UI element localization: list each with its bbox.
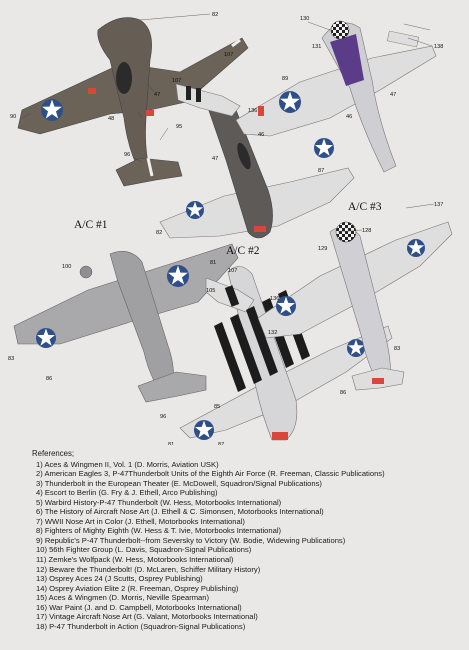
aircraft-2-canopy	[237, 142, 251, 170]
reference-item: 13) Osprey Aces 24 (J Scutts, Osprey Pub…	[36, 574, 203, 584]
callout-ac2-107a: 107	[224, 52, 233, 58]
callout-ac2b-87: 87	[218, 442, 224, 445]
callout-ac2-107b: 107	[172, 78, 181, 84]
callout-ac2-82: 82	[156, 230, 162, 236]
reference-item: 18) P-47 Thunderbolt in Action (Squadron…	[36, 621, 246, 631]
reference-item: 6) The History of Aircraft Nose Art (J. …	[36, 507, 324, 517]
aircraft-1-fuselage	[97, 17, 152, 173]
aircraft-2-top-view	[159, 83, 355, 239]
reference-item: 17) Vintage Aircraft Nose Art (G. Valant…	[36, 612, 258, 622]
aircraft-1-wing-star	[41, 99, 63, 121]
callout-ac1-96: 96	[124, 152, 130, 158]
callout-ac1b-100: 100	[62, 264, 71, 270]
callout-ac1b-86: 86	[46, 376, 52, 382]
callouts	[21, 13, 435, 233]
callout-ac2b-81: 81	[168, 442, 174, 445]
callout-ac2-46: 46	[258, 132, 264, 138]
callout-ac3-132: 132	[268, 330, 277, 336]
callout-ac3-47: 47	[390, 92, 396, 98]
callout-ac1-95: 95	[176, 124, 182, 130]
callout-ac2b-85: 85	[214, 404, 220, 410]
aircraft-1-underside-tail	[137, 371, 207, 403]
reference-item: 4) Escort to Berlin (G. Fry & J. Ethell,…	[36, 488, 218, 498]
reference-item: 16) War Paint (J. and D. Campbell, Motor…	[36, 602, 242, 612]
callout-ac3-130: 130	[300, 16, 309, 22]
callout-ac2-87: 87	[318, 168, 324, 174]
aircraft-3-top-view	[235, 20, 437, 173]
aircraft-2-tailplane	[175, 83, 241, 117]
callout-ac3-89: 89	[282, 76, 288, 82]
reference-item: 12) Beware the Thunderbolt! (D. McLaren,…	[36, 564, 261, 574]
reference-item: 2) American Eagles 3, P-47Thunderbolt Un…	[36, 469, 385, 479]
aircraft-1-label: A/C #1	[74, 219, 108, 231]
callout-ac2b-105: 105	[206, 288, 215, 294]
reference-item: 8) Fighters of Mighty Eighth (W. Hess & …	[36, 526, 282, 536]
reference-item: 5) Warbird History-P-47 Thunderbolt (W. …	[36, 497, 282, 507]
callout-ac3-131: 131	[312, 44, 321, 50]
callout-ac2-136: 136	[248, 108, 257, 114]
aircraft-2-label: A/C #2	[226, 245, 260, 257]
callout-ac1b-83: 83	[8, 356, 14, 362]
callout-ac3-128: 128	[362, 228, 371, 234]
callout-ac2-47: 47	[212, 156, 218, 162]
references-heading: References;	[32, 449, 75, 458]
aircraft-1-tailplane	[115, 157, 183, 187]
callout-ac1-82: 82	[212, 12, 218, 18]
callout-ac1b-96: 96	[160, 414, 166, 420]
reference-item: 9) Republic's P-47 Thunderbolt--from Sev…	[36, 535, 346, 545]
aircraft-3-checker-nose	[330, 20, 350, 40]
callout-ac3-138: 138	[434, 44, 443, 50]
reference-item: 3) Thunderbolt in the European Theater (…	[36, 478, 322, 488]
callout-ac2b-107: 107	[228, 268, 237, 274]
aircraft-1-top-view	[17, 17, 249, 187]
callout-ac1-48: 48	[108, 116, 114, 122]
callout-ac1b-81: 81	[210, 260, 216, 266]
reference-item: 15) Aces & Wingmen (D. Morris, Neville S…	[36, 593, 210, 603]
reference-item: 7) WWII Nose Art in Color (J. Ethell, Mo…	[36, 516, 245, 526]
callout-ac1-47: 47	[154, 92, 160, 98]
aircraft-2-bottom-view	[179, 266, 393, 441]
aircraft-2-wing-star	[314, 138, 334, 158]
callout-ac2b-86: 86	[340, 390, 346, 396]
reference-item: 1) Aces & Wingmen II, Vol. 1 (D. Morris,…	[36, 459, 219, 469]
reference-item: 10) 56th Fighter Group (L. Davis, Squadr…	[36, 545, 252, 555]
profile-artwork: A/C #1 A/C #2 A/C #3 82 47 48 90 95 96 1…	[8, 12, 453, 445]
aircraft-1-bottom-view	[13, 243, 239, 403]
callout-ac3-46: 46	[346, 114, 352, 120]
callout-ac1-90: 90	[10, 114, 16, 120]
reference-item: 14) Osprey Aviation Elite 2 (R. Freeman,…	[36, 583, 239, 593]
callout-ac3-137: 137	[434, 202, 443, 208]
aircraft-3-wing-star	[279, 91, 301, 113]
callout-ac3-83: 83	[394, 346, 400, 352]
aircraft-3-underside-checker-nose	[335, 221, 357, 243]
callout-ac3-129: 129	[318, 246, 327, 252]
reference-item: 11) Zemke's Wolfpack (W. Hess, Motorbook…	[36, 555, 234, 565]
references-block: References; 1) Aces & Wingmen II, Vol. 1…	[32, 449, 462, 631]
callout-ac3-136: 136	[270, 296, 279, 302]
aircraft-3-rudder	[330, 34, 364, 86]
aircraft-3-wing	[235, 45, 437, 137]
references-list: 1) Aces & Wingmen II, Vol. 1 (D. Morris,…	[32, 460, 462, 632]
aircraft-3-label: A/C #3	[348, 201, 382, 213]
aircraft-1-canopy	[116, 62, 132, 94]
aircraft-3-bottom-view	[257, 221, 453, 391]
